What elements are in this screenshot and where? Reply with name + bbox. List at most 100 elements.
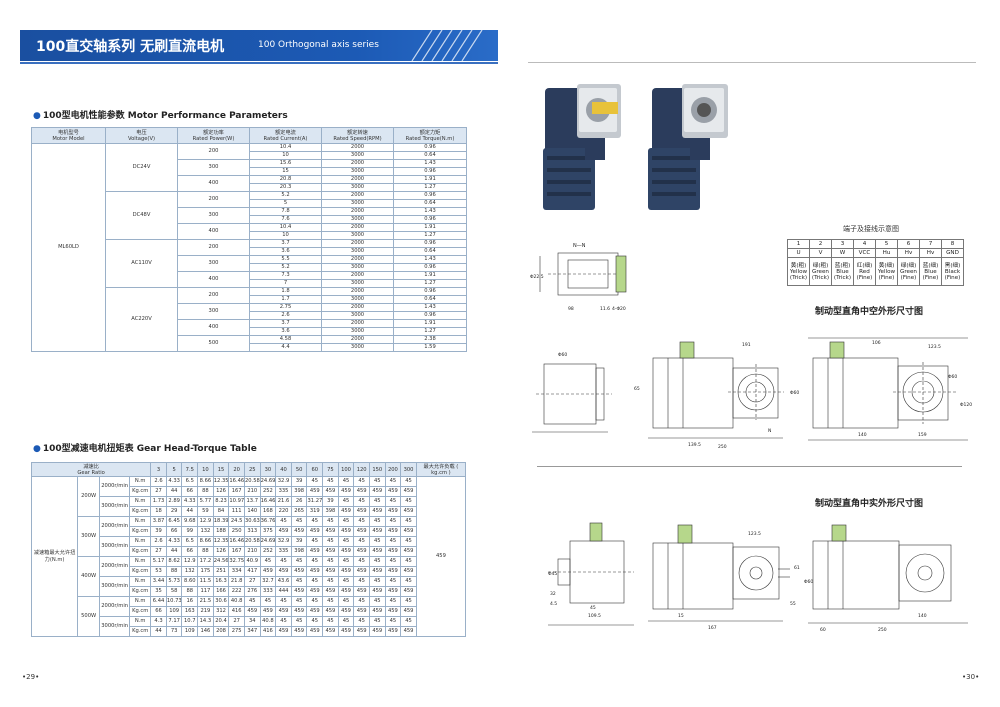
gear-value-cell: 17.2 xyxy=(197,556,214,567)
gear-value-cell: 45 xyxy=(384,596,402,607)
gear-value-cell: 36.76 xyxy=(259,516,277,527)
gear-value-cell: 45 xyxy=(400,596,417,607)
gear-value-cell: 40.9 xyxy=(243,556,261,567)
perf-value-cell: 1.59 xyxy=(393,343,467,352)
svg-text:N—N: N—N xyxy=(573,243,586,249)
gear-value-cell: 398 xyxy=(290,486,308,497)
perf-value-cell: 0.96 xyxy=(393,263,467,272)
bullet-icon: ● xyxy=(33,111,41,121)
gear-value-cell: 45 xyxy=(368,476,386,487)
gear-value-cell: 459 xyxy=(368,526,386,537)
gear-value-cell: 459 xyxy=(275,526,292,537)
terminal-signal: GND xyxy=(941,248,964,258)
gear-value-cell: 45 xyxy=(337,616,355,627)
gear-value-cell: 45 xyxy=(353,516,370,527)
gear-value-cell: 13.7 xyxy=(243,496,261,507)
terminal-number: 4 xyxy=(853,239,876,249)
svg-text:Φ45: Φ45 xyxy=(548,571,557,577)
perf-value-cell: 3000 xyxy=(321,279,394,288)
perf-value-cell: 0.96 xyxy=(393,143,467,152)
perf-value-cell: 2000 xyxy=(321,239,394,248)
terminal-signal: VCC xyxy=(853,248,876,258)
svg-text:60: 60 xyxy=(820,627,826,633)
svg-text:Φ120: Φ120 xyxy=(960,402,972,408)
gear-value-cell: 45 xyxy=(290,596,308,607)
terminal-wire-color: 蓝(粗) Blue (Trick) xyxy=(831,257,854,286)
gear-value-cell: 45 xyxy=(290,576,308,587)
gear-value-cell: 45 xyxy=(400,616,417,627)
perf-value-cell: 20.3 xyxy=(249,183,322,192)
gear-value-cell: 88 xyxy=(181,586,199,597)
gear-value-cell: 3.44 xyxy=(150,576,167,587)
gear-value-cell: 12.9 xyxy=(197,516,214,527)
gear-unit-cell: N.m xyxy=(129,496,152,507)
gear-value-cell: 45 xyxy=(384,496,402,507)
perf-value-cell: 1.7 xyxy=(249,295,322,304)
gear-value-cell: 66 xyxy=(181,546,199,557)
gear-unit-cell: Kg.cm xyxy=(129,546,152,557)
gear-section-title: ●100型减速电机扭矩表 Gear Head-Torque Table xyxy=(33,444,257,454)
gear-value-cell: 6.44 xyxy=(150,596,167,607)
gear-value-cell: 219 xyxy=(197,606,214,617)
gear-value-cell: 132 xyxy=(181,566,199,577)
gear-value-cell: 459 xyxy=(322,606,339,617)
gear-speed-cell: 2000r/min xyxy=(99,596,131,617)
shaft-section-drawing: N—N Φ22.5 98 11.6 4-Φ20 xyxy=(530,243,628,312)
perf-value-cell: 4.4 xyxy=(249,343,322,352)
svg-text:65: 65 xyxy=(634,386,640,392)
gear-value-cell: 20.58 xyxy=(243,536,261,547)
gear-value-cell: 18 xyxy=(150,506,167,517)
gear-value-cell: 275 xyxy=(228,626,245,637)
gear-value-cell: 45 xyxy=(337,536,355,547)
gear-value-cell: 312 xyxy=(212,606,230,617)
gear-value-cell: 18.39 xyxy=(212,516,230,527)
gear-value-cell: 167 xyxy=(228,486,245,497)
gear-value-cell: 3.87 xyxy=(150,516,167,527)
gear-value-cell: 459 xyxy=(306,526,324,537)
gear-value-cell: 175 xyxy=(197,566,214,577)
gear-value-cell: 66 xyxy=(150,606,167,617)
gear-ratio-cell: 25 xyxy=(243,462,261,477)
svg-text:N: N xyxy=(768,428,771,434)
gear-value-cell: 459 xyxy=(337,486,355,497)
gear-value-cell: 45 xyxy=(275,596,292,607)
power-cell: 200 xyxy=(177,191,250,208)
gear-value-cell: 45 xyxy=(290,556,308,567)
gear-value-cell: 45 xyxy=(259,556,277,567)
terminal-wire-color: 红(细) Red (Fine) xyxy=(853,257,876,286)
gear-value-cell: 45 xyxy=(306,596,324,607)
terminal-wire-color: 黄(细) Yellow (Fine) xyxy=(875,257,898,286)
gear-value-cell: 34 xyxy=(243,616,261,627)
gear-value-cell: 335 xyxy=(275,486,292,497)
gear-value-cell: 45 xyxy=(306,556,324,567)
terminal-signal: W xyxy=(831,248,854,258)
gear-value-cell: 45 xyxy=(275,516,292,527)
perf-value-cell: 0.64 xyxy=(393,295,467,304)
perf-value-cell: 1.27 xyxy=(393,279,467,288)
gear-value-cell: 16.46 xyxy=(228,476,245,487)
motor-model-cell: ML60LD xyxy=(31,143,106,352)
gear-value-cell: 459 xyxy=(353,586,370,597)
gear-value-cell: 459 xyxy=(322,526,339,537)
gear-unit-cell: Kg.cm xyxy=(129,506,152,517)
gear-value-cell: 459 xyxy=(275,626,292,637)
perf-value-cell: 1.27 xyxy=(393,231,467,240)
gear-value-cell: 45 xyxy=(353,616,370,627)
gear-value-cell: 30.63 xyxy=(243,516,261,527)
banner-stripes-decoration xyxy=(411,30,483,61)
gear-unit-cell: Kg.cm xyxy=(129,526,152,537)
perf-value-cell: 1.43 xyxy=(393,207,467,216)
gear-value-cell: 43.6 xyxy=(275,576,292,587)
gear-value-cell: 45 xyxy=(368,496,386,507)
perf-value-cell: 2000 xyxy=(321,319,394,328)
gear-speed-cell: 3000r/min xyxy=(99,576,131,597)
motor-photo-hollow-shaft xyxy=(648,84,728,210)
